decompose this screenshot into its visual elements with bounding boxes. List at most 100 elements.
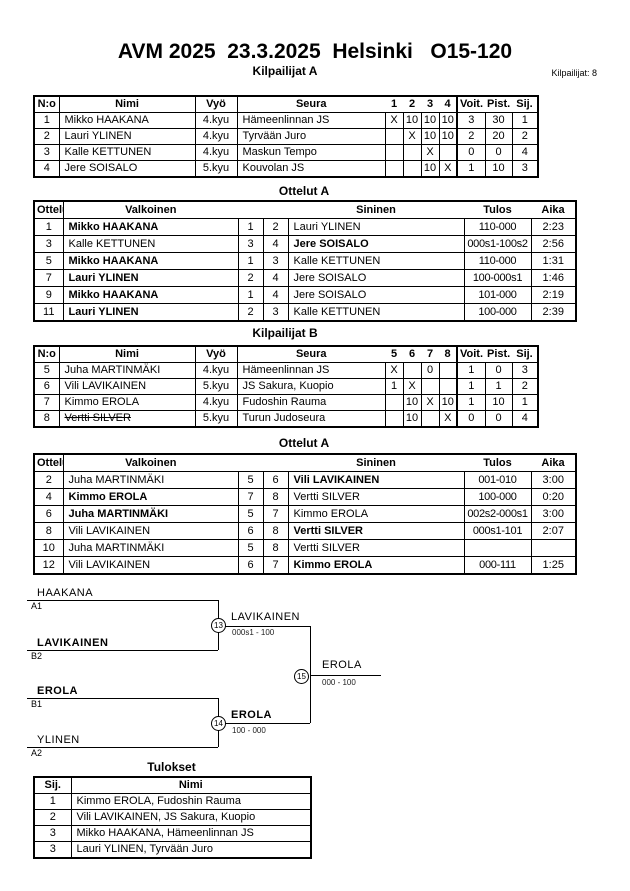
cell-belt: 5.kyu: [194, 378, 238, 395]
cell-white: Mikko HAAKANA: [62, 218, 239, 236]
cell-match-no: 11: [33, 303, 64, 322]
cell-place: 3: [511, 160, 539, 178]
cell-club: Hämeenlinnan JS: [236, 112, 386, 129]
cell-no: 6: [33, 378, 60, 395]
bracket-seed-b2: B2: [31, 651, 43, 661]
cell-white-no: 6: [237, 522, 264, 540]
cell-wins: 1: [456, 160, 486, 178]
cell-match-no: 7: [33, 269, 64, 287]
cell-club: JS Sakura, Kuopio: [236, 378, 386, 395]
cell-match-no: 3: [33, 235, 64, 253]
col-white: Valkoinen: [62, 200, 238, 219]
cell-place: 1: [511, 112, 539, 129]
cell-place: 2: [33, 809, 72, 826]
section-title-pool-b: Kilpailijat B: [252, 326, 318, 340]
cell-result: 000-111: [463, 556, 532, 575]
cell-r2: [402, 160, 422, 178]
cell-r1: [384, 160, 404, 178]
bracket-line: [27, 650, 218, 651]
col-club: Seura: [236, 95, 385, 113]
col-opp2: 2: [403, 95, 421, 113]
cell-name: Mikko HAAKANA, Hämeenlinnan JS: [70, 825, 312, 842]
col-result: Tulos: [464, 453, 531, 472]
cell-white: Vili LAVIKAINEN: [62, 556, 239, 575]
cell-white: Kimmo EROLA: [62, 488, 239, 506]
cell-belt: 5.kyu: [194, 160, 238, 178]
cell-belt: 4.kyu: [194, 362, 238, 379]
cell-no: 2: [33, 128, 60, 145]
cell-match-no: 6: [33, 505, 64, 523]
bracket-player-a2: YLINEN: [37, 734, 80, 746]
col-white: Valkoinen: [62, 453, 238, 472]
cell-white-no: 1: [237, 252, 264, 270]
cell-name: Juha MARTINMÄKI: [58, 362, 196, 379]
cell-r3: 0: [420, 362, 440, 379]
cell-result: 101-000: [463, 286, 532, 304]
cell-r3: 10: [420, 128, 440, 145]
cell-r2: [402, 362, 422, 379]
cell-time: 0:20: [530, 488, 577, 506]
cell-r2: 10: [402, 410, 422, 428]
cell-no: 7: [33, 394, 60, 411]
cell-blue-no: 7: [262, 505, 289, 523]
match-number-badge: 15: [294, 669, 309, 684]
cell-wins: 0: [456, 410, 486, 428]
col-place: Sij.: [33, 776, 72, 794]
cell-blue: Lauri YLINEN: [287, 218, 465, 236]
cell-result: 002s2-000s1: [463, 505, 532, 523]
cell-white-no: 2: [237, 269, 264, 287]
cell-time: 3:00: [530, 505, 577, 523]
cell-r4: 10: [438, 394, 458, 411]
cell-r3: X: [420, 394, 440, 411]
cell-blue-no: 8: [262, 539, 289, 557]
competitor-count-label: Kilpailijat: 8: [551, 68, 597, 78]
cell-name: Kimmo EROLA: [58, 394, 196, 411]
cell-result: 001-010: [463, 471, 532, 489]
col-wins: Voit.: [456, 95, 485, 113]
col-blue: Sininen: [288, 453, 464, 472]
cell-r2: [402, 144, 422, 161]
cell-blue-no: 4: [262, 235, 289, 253]
cell-points: 0: [484, 410, 513, 428]
col-no: N:o: [33, 345, 60, 363]
cell-r1: [384, 410, 404, 428]
cell-blue-no: 2: [262, 218, 289, 236]
cell-name: Mikko HAAKANA: [58, 112, 196, 129]
cell-r4: [438, 362, 458, 379]
bracket-winner-semi2: EROLA: [231, 709, 272, 721]
cell-white-no: 5: [237, 505, 264, 523]
col-opp8: 8: [439, 345, 457, 363]
table-header-row: Ottelu Valkoinen Sininen Tulos Aika: [33, 453, 577, 472]
cell-no: 4: [33, 160, 60, 178]
section-title-matches-b: Ottelut A: [278, 436, 330, 450]
match-number-badge: 14: [211, 716, 226, 731]
cell-name: Vertti SILVER: [58, 410, 196, 428]
cell-blue-no: 7: [262, 556, 289, 575]
pool-b-table: N:o Nimi Vyö Seura 5 6 7 8 Voit. Pist. S…: [33, 345, 539, 428]
cell-r1: 1: [384, 378, 404, 395]
cell-points: 20: [484, 128, 513, 145]
col-opp7: 7: [421, 345, 439, 363]
cell-r1: X: [384, 362, 404, 379]
cell-wins: 3: [456, 112, 486, 129]
cell-blue: Vili LAVIKAINEN: [287, 471, 465, 489]
cell-blue: Kalle KETTUNEN: [287, 252, 465, 270]
col-name: Nimi: [58, 345, 196, 363]
cell-points: 30: [484, 112, 513, 129]
cell-blue: Jere SOISALO: [287, 235, 465, 253]
col-opp1: 1: [385, 95, 403, 113]
cell-blue: Kimmo EROLA: [287, 556, 465, 575]
cell-result: 100-000s1: [463, 269, 532, 287]
cell-match-no: 1: [33, 218, 64, 236]
cell-time: 2:23: [530, 218, 577, 236]
cell-r4: 10: [438, 128, 458, 145]
col-belt: Vyö: [194, 95, 238, 113]
col-belt: Vyö: [194, 345, 238, 363]
cell-match-no: 10: [33, 539, 64, 557]
